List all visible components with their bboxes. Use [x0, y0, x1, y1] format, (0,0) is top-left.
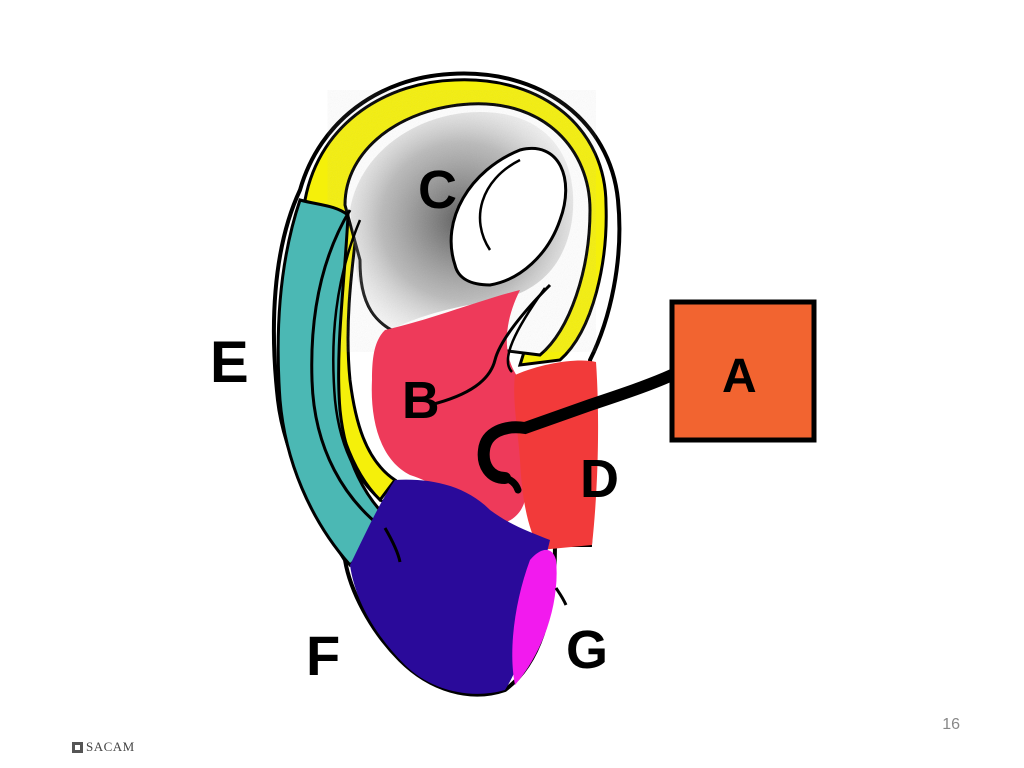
- logo: SACAM: [72, 739, 135, 755]
- ear-canal-hook: [477, 369, 678, 484]
- antihelix-inner-curve: [478, 158, 521, 251]
- logo-icon: [72, 741, 83, 753]
- page-number: 16: [942, 716, 960, 733]
- label-g: G: [566, 620, 608, 680]
- crus-helicis-line: [429, 283, 552, 407]
- label-d: D: [580, 449, 619, 509]
- antihelix-crus: [449, 147, 568, 287]
- label-b: B: [402, 372, 440, 430]
- label-e: E: [210, 330, 249, 395]
- g-stroke: [554, 587, 568, 606]
- concha-curve: [506, 287, 547, 373]
- label-f: F: [306, 624, 340, 687]
- lobe-stroke: [383, 527, 402, 563]
- region-g: [512, 549, 557, 685]
- label-c: C: [418, 160, 457, 220]
- region-f: [350, 479, 550, 694]
- antihelix-line-2: [332, 219, 396, 512]
- ear-canal-tail: [501, 474, 522, 494]
- label-a: A: [722, 350, 757, 403]
- label-a-box: [669, 299, 817, 443]
- logo-text: SACAM: [86, 739, 135, 754]
- antihelix-line-1: [310, 209, 386, 532]
